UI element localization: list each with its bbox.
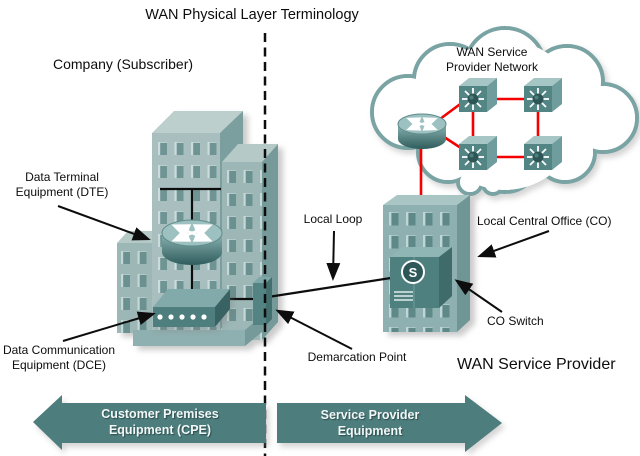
dte-label: Data Terminal Equipment (DTE) [15,170,109,199]
provider-router-icon [397,113,447,149]
demarcation-bar [253,277,272,325]
wan-switch-icon [459,136,497,170]
wan-switch-icon [524,136,562,170]
dce-pointer-arrow [62,311,156,342]
cpe-arrow-shape [33,395,266,450]
tower-roof [152,111,243,133]
central-office-label: Local Central Office (CO) [477,214,612,228]
co-roof [383,195,470,205]
flow-arrow-shapes [33,395,502,452]
wan-switch-grid [459,78,562,170]
co-switch-letter: S [409,265,418,280]
company-label: Company (Subscriber) [52,56,194,72]
building-base [133,330,245,346]
demarcation-label: Demarcation Point [307,350,407,364]
wan-switch-icon [459,78,497,112]
local-loop-label: Local Loop [303,212,363,226]
dte-pointer-arrow [57,205,151,241]
dte-wiring [160,187,258,301]
dte-router-icon [161,219,223,265]
dce-label: Data Communication Equipment (DCE) [2,343,116,372]
co-switch-label: CO Switch [487,314,544,328]
central-office-pointer-arrow [477,230,550,258]
spe-arrow-shape [277,395,502,452]
demarcation-pointer-arrow [275,309,353,350]
spe-arrow-label: Service Provider Equipment [320,408,420,438]
dce-device [153,289,230,327]
co-side [457,195,470,332]
co-switch-pointer-arrow [454,279,503,313]
wan-provider-label: WAN Service Provider [457,356,616,373]
cpe-arrow-label: Customer Premises Equipment (CPE) [101,407,219,437]
local-loop-line [267,276,392,299]
local-loop-pointer-arrow [326,230,341,281]
co-switch-device: S [390,247,452,308]
wan-switch-icon [524,78,562,112]
pointer-arrows [57,205,550,350]
page-title: WAN Physical Layer Terminology [145,7,359,23]
cloud-label: WAN Service Provider Network [445,45,539,74]
